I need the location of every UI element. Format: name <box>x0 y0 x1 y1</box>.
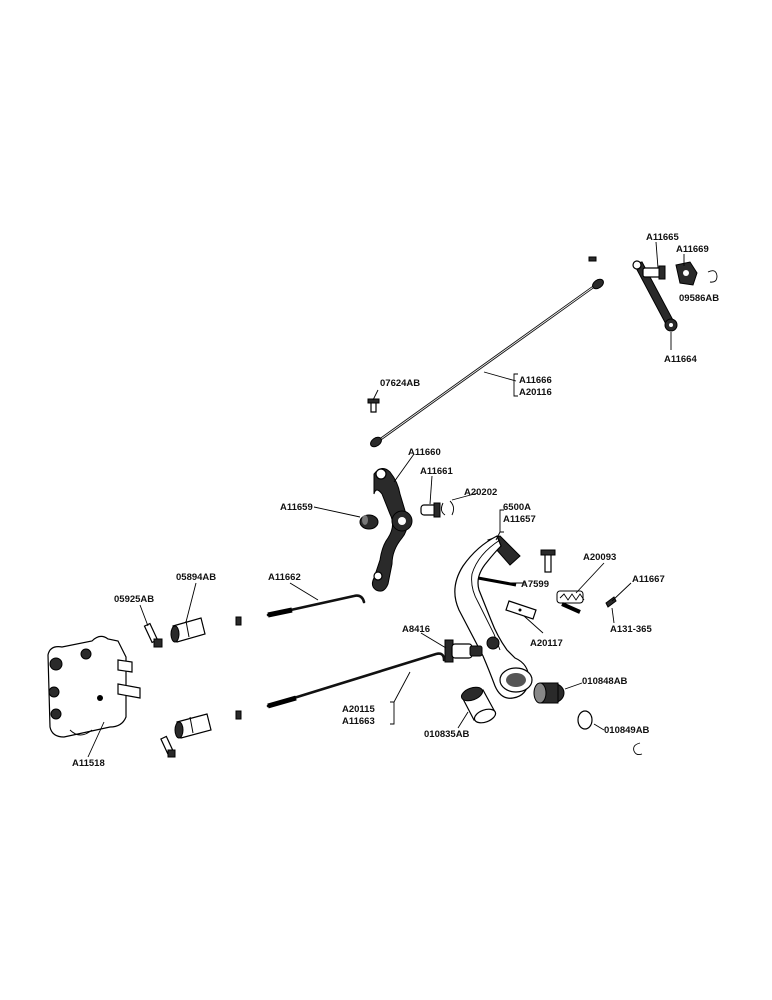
label-a11665: A11665 <box>646 232 679 243</box>
label-010835ab: 010835AB <box>424 729 470 740</box>
label-09586ab: 09586AB <box>679 293 719 304</box>
label-a11657: A11657 <box>503 514 536 525</box>
label-05925ab: 05925AB <box>114 594 154 605</box>
plate-a20117 <box>505 600 537 620</box>
cotter-clip <box>707 270 718 283</box>
label-010848ab: 010848AB <box>582 676 628 687</box>
long-control-rod <box>370 278 604 448</box>
label-a11669: A11669 <box>676 244 709 255</box>
label-a131-365: A131-365 <box>610 624 652 635</box>
bushing-010848ab <box>533 682 565 704</box>
connector-05894ab-top <box>170 617 206 643</box>
bell-crank-bracket <box>675 261 698 286</box>
bolt-a20093-left <box>540 549 556 573</box>
bolt-05925ab-top <box>143 622 163 648</box>
label-a11664: A11664 <box>664 354 697 365</box>
leader-lines <box>87 241 685 758</box>
lower-rod-a20115 <box>235 652 446 720</box>
label-a11667: A11667 <box>632 574 665 585</box>
bushing-a11659 <box>359 514 379 530</box>
clevis-pin-07624ab <box>367 398 380 413</box>
pin-a7599 <box>477 576 517 587</box>
bolt-05925ab-bottom <box>160 735 176 758</box>
bushing-010835ab <box>460 686 497 724</box>
upper-rod-a11662 <box>235 594 366 626</box>
label-a11662: A11662 <box>268 572 301 583</box>
label-a8416: A8416 <box>402 624 430 635</box>
housing-a11518 <box>47 635 141 738</box>
clutch-pedal <box>454 535 533 699</box>
label-05894ab: 05894AB <box>176 572 216 583</box>
connector-05894ab-bottom <box>174 713 212 739</box>
shaft-lever <box>371 468 413 592</box>
label-6500a: 6500A <box>503 502 531 513</box>
label-a20115: A20115 <box>342 704 375 715</box>
small-pin-top <box>588 256 597 262</box>
label-a7599: A7599 <box>521 579 549 590</box>
label-a20093: A20093 <box>583 552 616 563</box>
label-a11660: A11660 <box>408 447 441 458</box>
fitting-a8416 <box>444 639 483 663</box>
pin-a11661 <box>420 502 441 518</box>
bell-crank-arm <box>632 260 678 332</box>
label-07624ab: 07624AB <box>380 378 420 389</box>
label-a11659: A11659 <box>280 502 313 513</box>
label-a20202: A20202 <box>464 487 497 498</box>
clip-a20202 <box>440 500 455 516</box>
label-010849ab: 010849AB <box>604 725 650 736</box>
label-a11666: A11666 <box>519 375 552 386</box>
spring-a20093 <box>556 590 585 614</box>
bell-crank-pin <box>642 265 666 280</box>
label-a11518: A11518 <box>72 758 105 769</box>
label-a11663: A11663 <box>342 716 375 727</box>
label-a11661: A11661 <box>420 466 453 477</box>
label-a20116: A20116 <box>519 387 552 398</box>
washer-010849ab <box>577 710 643 756</box>
label-a20117: A20117 <box>530 638 563 649</box>
